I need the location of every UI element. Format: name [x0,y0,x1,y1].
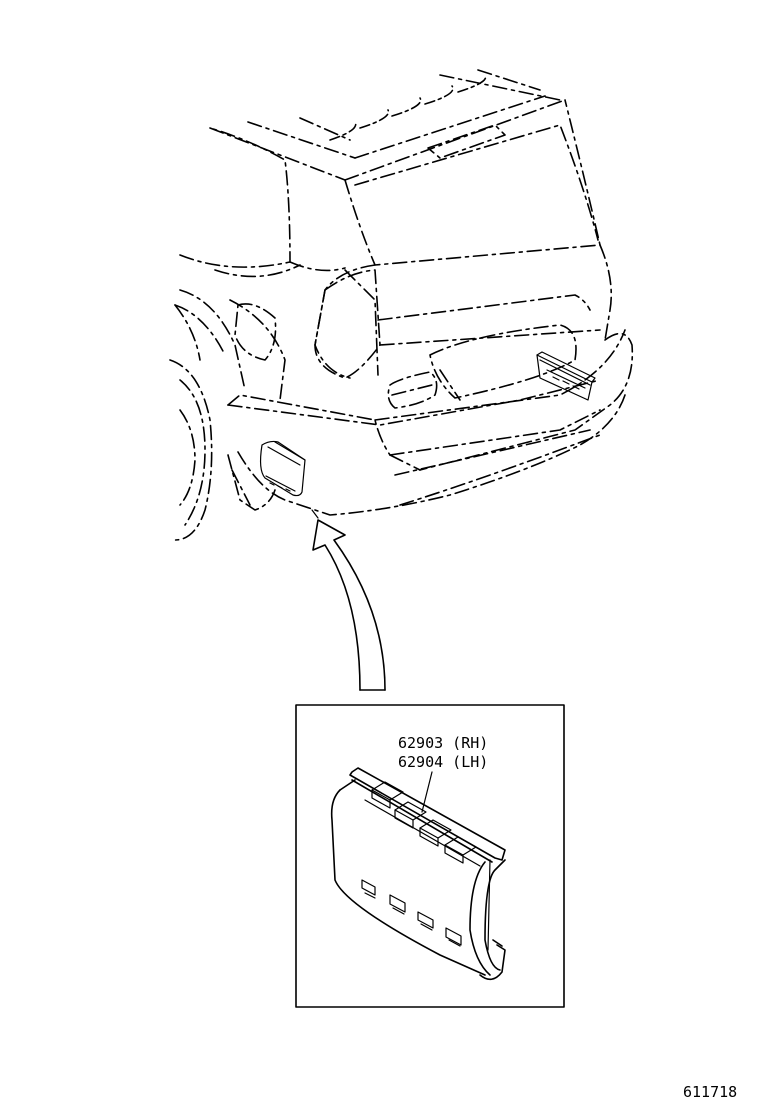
bumper-vent-grille-icon [330,767,506,981]
bumper-vent-left-icon [259,440,306,497]
bumper-vent-right-icon [536,351,596,401]
callout-part-lh: 62904 (LH) [398,753,488,771]
detail-frame [295,704,565,1008]
curved-arrow-icon [312,519,386,691]
vehicle-rear-outline-icon [169,69,634,541]
callout-part-rh: 62903 (RH) [398,734,488,752]
figure-number: 611718 [683,1083,737,1101]
